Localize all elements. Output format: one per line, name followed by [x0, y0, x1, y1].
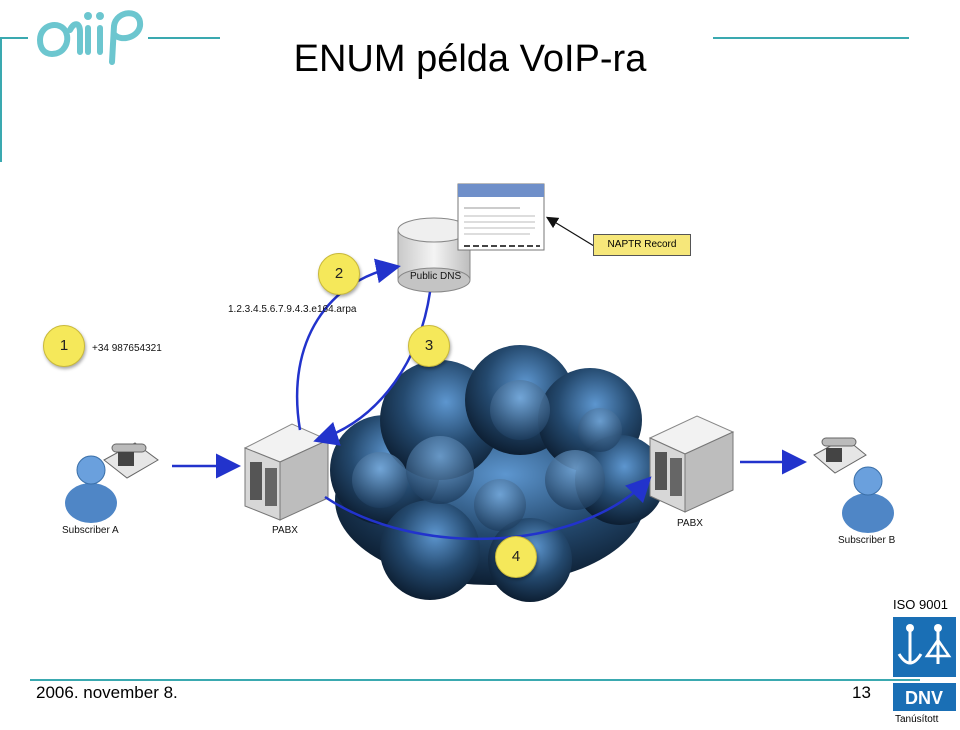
subscriber-b-label: Subscriber B [838, 535, 896, 546]
footer-rule [30, 679, 920, 681]
dnv-wordmark: DNV [905, 688, 943, 708]
step-1-badge: 1 [43, 325, 85, 367]
step-4-badge: 4 [495, 536, 537, 578]
subscriber-a-label: Subscriber A [62, 525, 119, 536]
phone-right-icon [813, 437, 867, 474]
called-number-label: +34 987654321 [92, 343, 162, 354]
footer-date: 2006. november 8. [36, 683, 178, 702]
dnv-certification-logo: DNV [893, 617, 956, 711]
subscriber-b-icon [842, 466, 894, 533]
iso-9001-label: ISO 9001 [893, 597, 948, 612]
pabx-right-icon [648, 415, 735, 513]
arrow-dns-response [313, 291, 432, 446]
step-3-badge: 3 [408, 325, 450, 367]
public-dns-label: Public DNS [410, 271, 462, 282]
pabx-left-label: PABX [272, 525, 298, 536]
naptr-record-label: NAPTR Record [593, 234, 691, 256]
slide-title: ENUM példa VoIP-ra [293, 38, 647, 80]
page-number: 13 [852, 683, 871, 702]
arrow-query-to-dns [295, 258, 401, 431]
pabx-right-label: PABX [677, 518, 703, 529]
top-rule-left [148, 37, 220, 39]
left-vertical-rule [0, 37, 2, 162]
certified-label: Tanúsított [895, 714, 939, 725]
naptr-record-card [457, 183, 545, 251]
phone-left-icon [103, 442, 159, 479]
pabx-left-icon [243, 423, 330, 521]
naptr-pointer-arrow [545, 216, 595, 247]
arrow-call-route [324, 476, 652, 541]
top-rule-right [713, 37, 909, 39]
miip-logo [36, 10, 143, 65]
step-2-badge: 2 [318, 253, 360, 295]
public-dns-server [397, 217, 471, 293]
top-left-rule [0, 37, 28, 39]
enum-domain-label: 1.2.3.4.5.6.7.9.4.3.e164.arpa [228, 304, 357, 315]
subscriber-a-icon [65, 455, 117, 523]
